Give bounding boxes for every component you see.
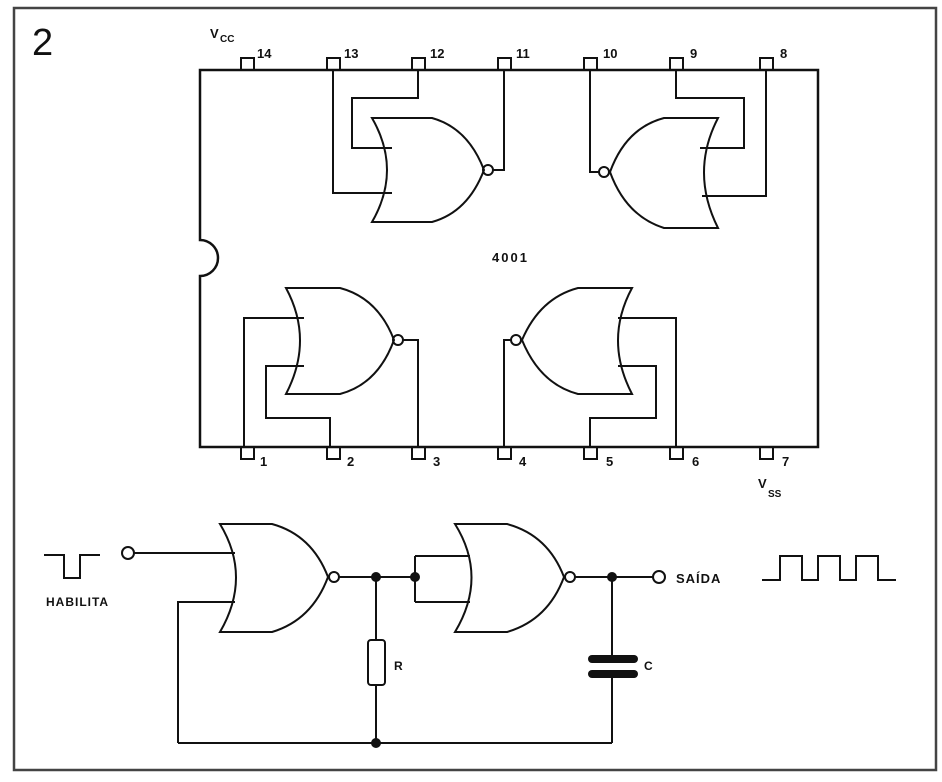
- vss-sub: SS: [768, 489, 782, 500]
- input-terminal: [121, 546, 135, 560]
- pin-label: 1: [260, 454, 267, 469]
- vcc-label: V: [210, 26, 219, 41]
- vss-label: V: [758, 476, 767, 491]
- output-square-wave-icon: [762, 555, 896, 581]
- capacitor-label: C: [644, 659, 654, 673]
- chip-label: 4001: [492, 250, 529, 265]
- pin-label: 4: [519, 454, 527, 469]
- chip-body: [198, 68, 820, 449]
- pin-label: 10: [603, 46, 617, 61]
- figure-number: 2: [32, 22, 53, 64]
- pin-label: 3: [433, 454, 440, 469]
- chip-wiring: [243, 70, 767, 447]
- pin-label: 6: [692, 454, 699, 469]
- pin-label: 13: [344, 46, 358, 61]
- pin-label: 14: [257, 46, 272, 61]
- pin-label: 5: [606, 454, 613, 469]
- pin-label: 8: [780, 46, 787, 61]
- nor-gate-b: [598, 117, 720, 229]
- pin-label: 2: [347, 454, 354, 469]
- pin-label: 12: [430, 46, 444, 61]
- output-terminal: [652, 570, 666, 584]
- nor-gate-2: [453, 523, 566, 633]
- figure-frame: [12, 6, 938, 772]
- enable-pulse-icon: [44, 554, 100, 579]
- nor-gate-a: [370, 117, 494, 223]
- vcc-sub: CC: [220, 34, 234, 45]
- nor-gate-d: [510, 287, 634, 395]
- pin-label: 7: [782, 454, 789, 469]
- output-label: SAÍDA: [676, 571, 721, 586]
- resistor: [367, 639, 386, 686]
- nor-gate-1: [218, 523, 330, 633]
- pin-label: 11: [516, 46, 530, 61]
- resistor-label: R: [394, 659, 404, 673]
- oscillator-circuit: [44, 523, 896, 748]
- input-label: HABILITA: [46, 595, 109, 609]
- ic-4001: [198, 57, 820, 460]
- pin-label: 9: [690, 46, 697, 61]
- nor-gate-c: [284, 287, 404, 395]
